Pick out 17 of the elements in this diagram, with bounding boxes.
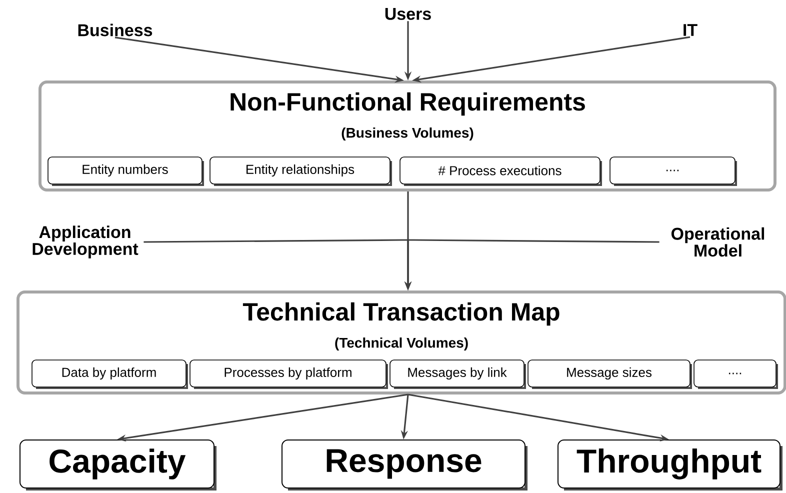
item-box: .... bbox=[610, 156, 737, 186]
source-label: Business bbox=[78, 24, 152, 36]
item-box: Data by platform bbox=[32, 360, 188, 389]
result-box: Response bbox=[282, 440, 528, 490]
source-label: Users bbox=[385, 8, 431, 20]
item-box: Messages by link bbox=[390, 360, 526, 389]
item-box: Entity relationships bbox=[210, 156, 392, 186]
item-box: Entity numbers bbox=[48, 156, 204, 186]
result-box: Throughput bbox=[558, 440, 782, 490]
item-box: # Process executions bbox=[400, 156, 602, 186]
result-box: Capacity bbox=[20, 440, 216, 490]
source-label: IT bbox=[684, 24, 698, 36]
input-label: Operational Model bbox=[671, 227, 764, 257]
item-box: Processes by platform bbox=[190, 360, 388, 389]
item-box: .... bbox=[694, 360, 778, 389]
item-box: Message sizes bbox=[528, 360, 692, 389]
input-label: Application Development bbox=[32, 226, 138, 258]
